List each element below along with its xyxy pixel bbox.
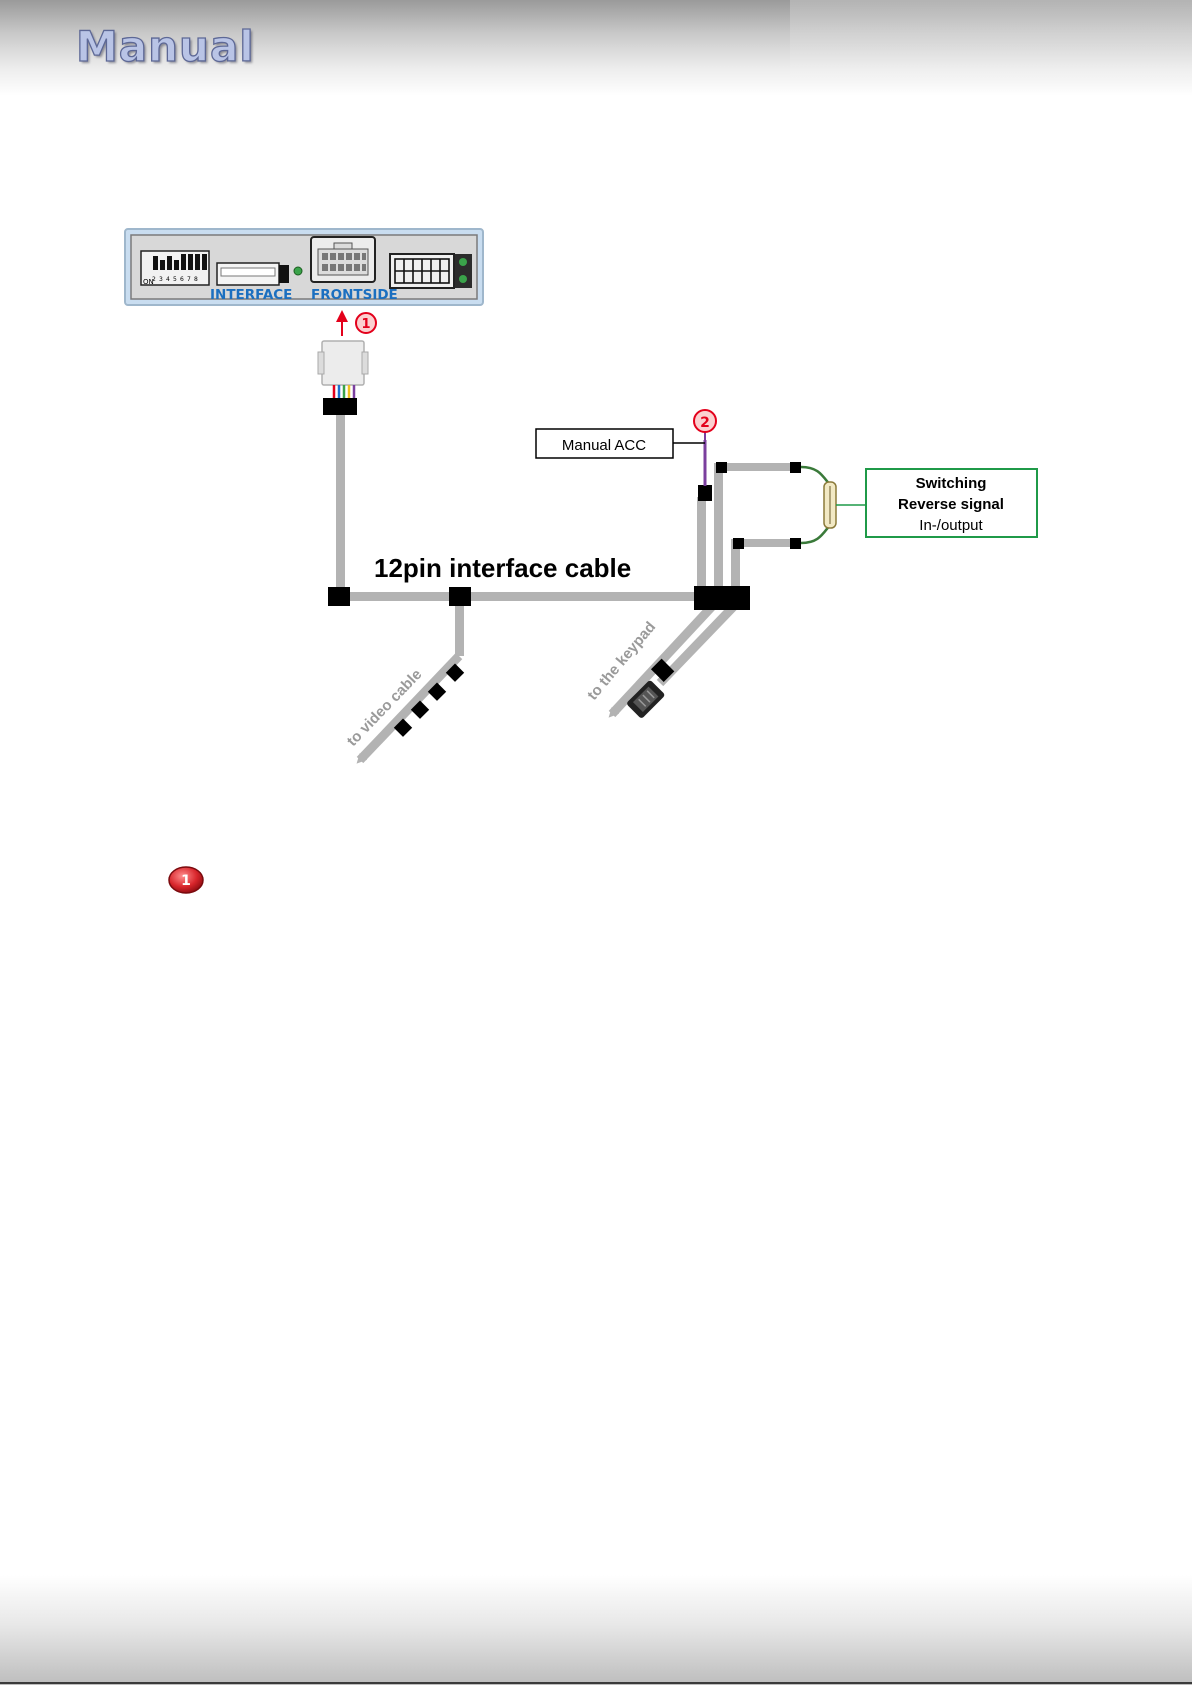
- status-led: [294, 267, 302, 275]
- dip-number: 3: [159, 276, 163, 283]
- dip-number: 5: [173, 276, 177, 283]
- reverse-signal-box: Switching Reverse signal In-/output: [866, 469, 1037, 537]
- device-label-frontside: FRONTSIDE: [311, 287, 398, 303]
- dip-switch: ON 2 3 4 5 6 7 8: [141, 251, 209, 286]
- interface-device: ON 2 3 4 5 6 7 8: [125, 229, 483, 305]
- dip-number: 7: [187, 276, 191, 283]
- dip-number: 8: [194, 276, 198, 283]
- junction-connectors: [328, 462, 801, 610]
- step-1-arrow: 1: [336, 310, 376, 336]
- socket-16pin: [390, 254, 472, 288]
- dip-number: 4: [166, 276, 170, 283]
- legend-badge-1: 1: [168, 865, 204, 895]
- legend-badge-number: 1: [181, 873, 191, 889]
- manual-acc-callout: Manual ACC 2: [536, 410, 716, 458]
- step-1-badge: 1: [361, 317, 370, 332]
- reverse-signal-line-3: In-/output: [919, 517, 983, 534]
- reverse-signal-line-1: Switching: [916, 475, 987, 492]
- cable-title: 12pin interface cable: [374, 553, 631, 583]
- step-2-badge: 2: [700, 415, 710, 431]
- keypad-plug: [626, 679, 666, 719]
- socket-10pin: [217, 263, 289, 285]
- dip-number: 6: [180, 276, 184, 283]
- manual-acc-label: Manual ACC: [562, 437, 646, 454]
- socket-12pin: [311, 237, 375, 282]
- plug-12pin: [318, 341, 368, 415]
- dip-number: 2: [152, 276, 156, 283]
- footer-rule: [0, 1682, 1192, 1684]
- device-label-interface: INTERFACE: [210, 287, 292, 303]
- page-footer: [0, 1575, 1192, 1685]
- reverse-signal-line-2: Reverse signal: [898, 496, 1004, 513]
- reverse-signal-wire: [801, 467, 866, 543]
